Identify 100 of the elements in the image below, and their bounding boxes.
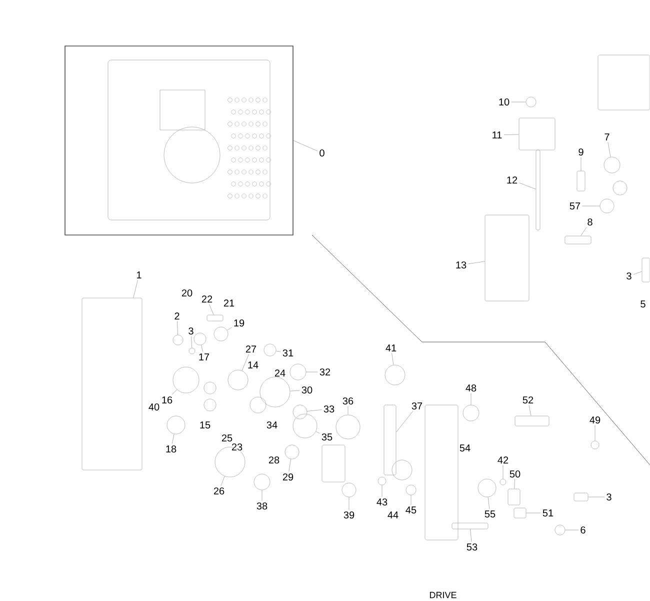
leader-line: [201, 344, 204, 352]
callout-number: 39: [344, 511, 354, 519]
callout-number: 0: [320, 149, 324, 157]
leader-line: [177, 320, 178, 335]
part-outline: [484, 214, 530, 302]
leader-line: [608, 142, 611, 158]
callout-number: 37: [412, 402, 422, 410]
callout-number: 31: [282, 349, 294, 357]
part-outline: [536, 150, 540, 230]
part-outline: [478, 478, 496, 498]
callout-number: 30: [302, 386, 312, 394]
leader-line: [316, 431, 320, 434]
callout-number: 26: [214, 487, 224, 495]
callout-number: 22: [202, 296, 212, 302]
part-outline: [384, 364, 406, 386]
callout-number: 3: [606, 493, 612, 501]
callout-number: 3: [626, 272, 632, 280]
leader-line: [504, 134, 519, 136]
callout-number: 12: [507, 176, 518, 184]
part-outline: [188, 348, 196, 354]
callout-number: 8: [588, 218, 592, 226]
leader-line: [191, 336, 192, 348]
callout-number: 44: [388, 512, 398, 518]
leader-line: [288, 458, 292, 472]
callout-number: 16: [162, 396, 172, 404]
part-outline: [194, 332, 206, 346]
callout-number: 52: [522, 396, 534, 404]
leader-line: [580, 157, 582, 171]
leader-line: [209, 304, 214, 315]
part-outline: [576, 170, 586, 192]
part-outline: [214, 326, 228, 342]
part-outline: [406, 484, 416, 496]
part-outline: [292, 414, 318, 438]
leader-line: [172, 389, 178, 395]
part-outline: [284, 444, 300, 460]
part-outline: [554, 524, 566, 536]
callout-number: 14: [248, 362, 258, 368]
callout-number: 41: [386, 344, 396, 352]
part-outline: [264, 344, 276, 356]
leader-line: [306, 410, 322, 412]
callout-number: 55: [484, 510, 496, 518]
callout-number: 18: [166, 445, 176, 453]
part-outline: [518, 118, 556, 150]
callout-number: 38: [256, 502, 268, 510]
part-outline: [384, 404, 396, 476]
part-outline: [378, 476, 386, 486]
callout-number: 42: [498, 456, 508, 464]
part-outline: [166, 416, 186, 434]
callout-number: 51: [542, 510, 554, 516]
part-outline: [574, 492, 588, 502]
part-outline: [500, 478, 506, 486]
leader-line: [293, 140, 318, 152]
leader-line: [633, 271, 642, 275]
leader-line: [519, 182, 536, 190]
part-outline: [590, 440, 600, 450]
part-outline: [228, 370, 248, 390]
leader-line: [470, 393, 472, 405]
callout-number: 53: [466, 543, 478, 551]
callout-number: 35: [322, 433, 332, 441]
callout-number: 1: [137, 272, 142, 278]
callout-number: 5: [640, 300, 646, 308]
part-outline: [642, 258, 650, 282]
part-outline: [452, 522, 488, 530]
callout-number: 34: [266, 421, 278, 429]
callout-number: 50: [510, 470, 520, 478]
part-outline: [172, 334, 184, 346]
callout-number: 48: [466, 384, 476, 392]
callout-number: 17: [199, 354, 210, 360]
leader-line: [348, 497, 350, 510]
leader-line: [226, 327, 232, 330]
leader-line: [172, 434, 174, 444]
callout-number: 19: [234, 319, 244, 327]
part-outline: [336, 414, 360, 440]
callout-number: 9: [578, 148, 584, 156]
callout-number: 15: [200, 422, 210, 428]
callout-number: 20: [182, 289, 192, 297]
part-outline: [254, 474, 270, 490]
leader-line: [220, 476, 225, 486]
part-outline: [260, 376, 290, 408]
leader-line: [276, 350, 281, 352]
callout-number: 29: [282, 473, 294, 481]
leader-line: [410, 495, 412, 505]
part-outline: [526, 96, 536, 108]
leader-line: [290, 390, 300, 392]
callout-number: 57: [570, 202, 580, 210]
callout-number: 21: [224, 300, 234, 306]
part-outline: [82, 298, 142, 470]
callout-number: 33: [324, 405, 334, 413]
callout-number: 23: [232, 443, 242, 451]
leader-line: [580, 227, 587, 236]
part-outline: [292, 404, 308, 420]
leader-line: [488, 496, 490, 509]
callout-number: 54: [460, 444, 470, 452]
callout-number: 49: [590, 416, 600, 424]
leader-line: [588, 496, 605, 498]
leader-line: [594, 425, 596, 441]
callout-number: 2: [174, 312, 180, 320]
part-outline: [206, 314, 224, 322]
callout-number: 7: [604, 134, 610, 140]
part-outline: [604, 156, 620, 174]
